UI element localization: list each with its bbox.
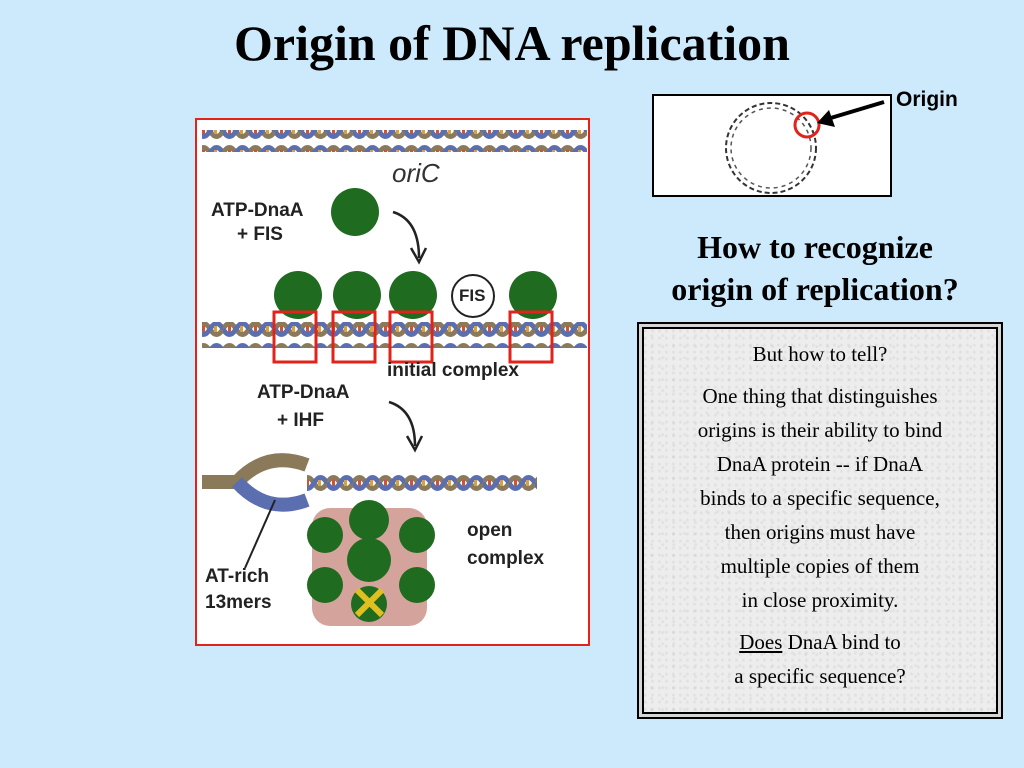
dnaa-protein: [389, 271, 437, 319]
13mers-label: 13mers: [205, 592, 272, 613]
circular-chromosome-inner: [730, 107, 812, 189]
dnaa-box-highlight: [331, 310, 377, 364]
circular-chromosome: [725, 102, 817, 194]
question-line-1: How to recognize: [697, 229, 933, 265]
dna-strand-top: [202, 130, 587, 152]
origin-arrow: [823, 100, 885, 122]
textbox-line: One thing that distinguishes: [702, 384, 938, 408]
dnaa-protein: [333, 271, 381, 319]
fis-protein-label: FIS: [459, 286, 486, 305]
atp-dnaa-label: ATP-DnaA: [211, 200, 304, 221]
origin-label: Origin: [896, 88, 958, 111]
initial-complex-label: initial complex: [387, 360, 519, 381]
textbox-para-1: But how to tell?: [752, 342, 888, 366]
dnaa-protein: [331, 188, 379, 236]
textbox-line: a specific sequence?: [734, 664, 906, 688]
arrow-down-1: [392, 210, 421, 259]
dna-strand-bottom-left: [202, 453, 310, 489]
does-underlined: Does: [739, 630, 783, 654]
dnaa-protein: [274, 271, 322, 319]
dnaa-protein: [509, 271, 557, 319]
plus-fis-label: + FIS: [237, 224, 283, 245]
at-rich-pointer: [244, 499, 276, 569]
fis-protein: [451, 274, 495, 318]
textbox-line: multiple copies of them: [720, 554, 920, 578]
question-line-2: origin of replication?: [671, 271, 959, 307]
origin-circle: [793, 111, 821, 139]
dnaa-box-highlight: [508, 310, 554, 364]
textbox-line: then origins must have: [724, 520, 916, 544]
textbox-line: in close proximity.: [741, 588, 899, 612]
dna-strand-middle: [202, 322, 587, 348]
explanation-textbox: But how to tell? One thing that distingu…: [637, 322, 1003, 719]
atp-dnaa-label-2: ATP-DnaA: [257, 382, 350, 403]
arrow-down-2: [388, 400, 417, 447]
textbox-para-3: Does DnaA bind to a specific sequence?: [644, 625, 996, 693]
explanation-textbox-inner: But how to tell? One thing that distingu…: [642, 327, 998, 714]
slide-title: Origin of DNA replication: [233, 15, 790, 71]
oric-replication-figure: oriC ATP-DnaA + FIS FIS initial complex …: [195, 118, 590, 646]
plus-ihf-label: + IHF: [277, 410, 324, 431]
dna-strand-bottom-right: [307, 472, 537, 496]
textbox-line: DnaA protein -- if DnaA: [716, 452, 924, 476]
dnaa-box-highlight: [388, 310, 434, 364]
textbox-line: origins is their ability to bind: [697, 418, 943, 442]
textbox-line: DnaA bind to: [782, 630, 901, 654]
at-rich-label: AT-rich: [205, 566, 270, 587]
plasmid-diagram: [652, 94, 892, 197]
textbox-line: binds to a specific sequence,: [700, 486, 940, 510]
question-heading: How to recognize origin of replication?: [610, 226, 1020, 310]
complex-label: complex: [467, 548, 545, 569]
textbox-para-2: One thing that distinguishes origins is …: [644, 379, 996, 617]
dnaa-box-highlight: [272, 310, 318, 364]
oric-label: oriC: [392, 158, 440, 188]
open-label: open: [467, 520, 513, 541]
open-complex-cluster: [307, 500, 435, 626]
